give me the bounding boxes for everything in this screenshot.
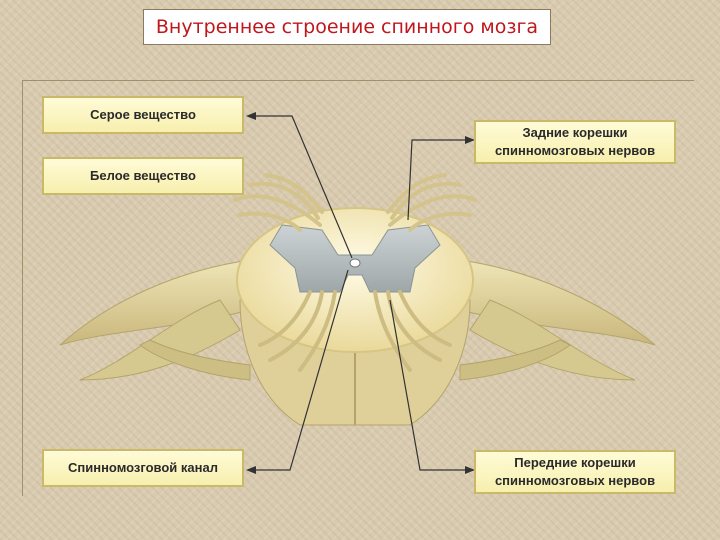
white-matter	[237, 208, 473, 352]
posterior-roots-label: Задние корешки спинномозговых нервов	[474, 120, 676, 164]
central-canal	[350, 259, 360, 267]
spinal-canal-label: Спинномозговой канал	[42, 449, 244, 487]
anterior-roots-label: Передние корешки спинномозговых нервов	[474, 450, 676, 494]
white-matter-label: Белое вещество	[42, 157, 244, 195]
grey-matter-label: Серое вещество	[42, 96, 244, 134]
